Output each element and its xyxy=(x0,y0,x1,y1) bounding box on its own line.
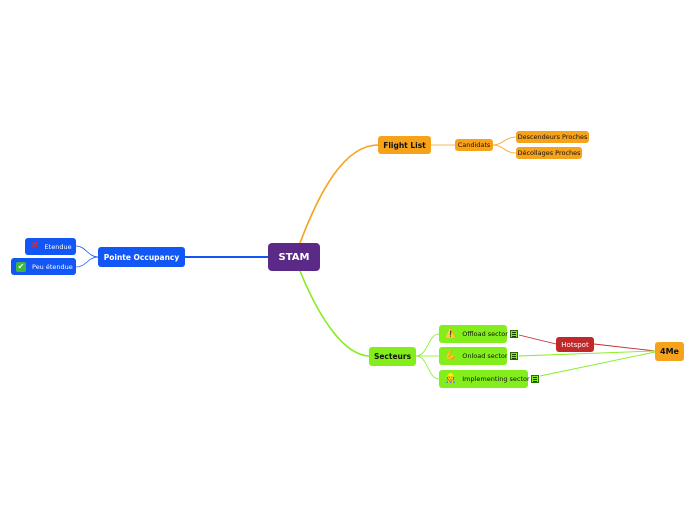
worker-icon: 👷 xyxy=(445,373,457,384)
note-icon[interactable] xyxy=(510,330,518,338)
pointe-occupancy-node[interactable]: Pointe Occupancy xyxy=(98,247,185,267)
peu-etendue-node[interactable]: ✔ Peu étendue xyxy=(11,258,76,275)
decollages-node[interactable]: Décollages Proches xyxy=(516,147,582,159)
4me-node[interactable]: 4Me xyxy=(655,342,684,361)
link-pointe-etendue xyxy=(75,245,99,258)
relation-implementing-4me xyxy=(539,351,656,377)
arm-icon: 💪 xyxy=(445,350,457,361)
offload-sector-label: Offload sector xyxy=(462,330,508,338)
secteurs-node[interactable]: Secteurs xyxy=(369,347,416,366)
candidats-node[interactable]: Candidats xyxy=(455,139,493,151)
link-candidats-descendeurs xyxy=(492,136,517,146)
implementing-sector-node[interactable]: 👷 Implementing sector xyxy=(439,370,530,388)
cross-mark-icon: ✖ xyxy=(31,241,39,251)
relation-onload-4me xyxy=(518,350,656,357)
link-stam-flightlist xyxy=(299,144,379,244)
note-icon[interactable] xyxy=(531,375,539,383)
hotspot-node[interactable]: Hotspot xyxy=(556,337,594,352)
link-pointe-peu xyxy=(75,256,99,268)
link-candidats-decollages xyxy=(492,144,517,154)
onload-sector-node[interactable]: 💪 Onload sector xyxy=(439,347,508,365)
onload-sector-label: Onload sector xyxy=(462,352,508,360)
link-secteurs-offload xyxy=(415,333,440,357)
etendue-node[interactable]: ✖ Etendue xyxy=(25,238,76,255)
warning-icon: ⚠️ xyxy=(445,328,457,339)
relation-offload-hotspot xyxy=(518,334,557,345)
relation-hotspot-4me xyxy=(593,343,656,352)
etendue-label: Etendue xyxy=(44,242,72,251)
link-stam-secteurs xyxy=(299,270,371,357)
note-icon[interactable] xyxy=(510,352,518,360)
peu-etendue-label: Peu étendue xyxy=(32,262,73,271)
center-node[interactable]: STAM xyxy=(268,243,320,271)
offload-sector-node[interactable]: ⚠️ Offload sector xyxy=(439,325,508,343)
flight-list-node[interactable]: Flight List xyxy=(378,136,431,154)
check-mark-icon: ✔ xyxy=(16,261,26,272)
link-secteurs-implementing xyxy=(415,355,440,380)
implementing-sector-label: Implementing sector xyxy=(462,375,530,383)
descendeurs-node[interactable]: Descendeurs Proches xyxy=(516,131,589,143)
